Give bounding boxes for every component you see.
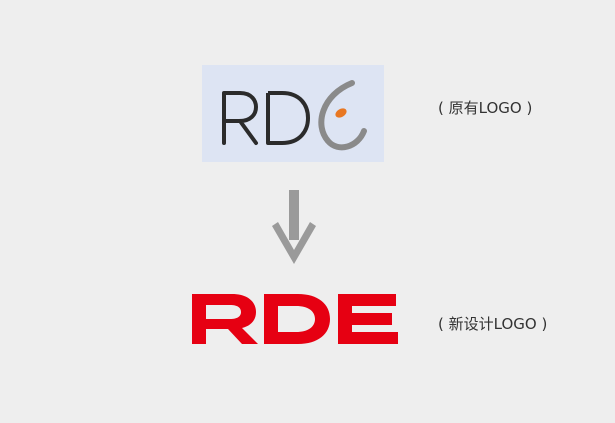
new-logo-letter-r <box>192 294 258 344</box>
old-logo-letter-r <box>222 91 258 145</box>
new-logo-letter-d <box>264 294 330 344</box>
new-logo <box>192 294 398 344</box>
old-logo-curve <box>318 80 367 151</box>
new-logo-caption: ( 新设计LOGO ) <box>438 315 548 333</box>
new-logo-letter-e <box>338 294 398 344</box>
old-logo-image <box>222 80 367 151</box>
down-arrow-icon <box>272 190 316 264</box>
old-logo <box>202 65 384 162</box>
old-logo-caption: ( 原有LOGO ) <box>438 99 533 117</box>
old-logo-letter-d <box>266 91 310 145</box>
old-logo-accent-dot <box>335 108 347 118</box>
